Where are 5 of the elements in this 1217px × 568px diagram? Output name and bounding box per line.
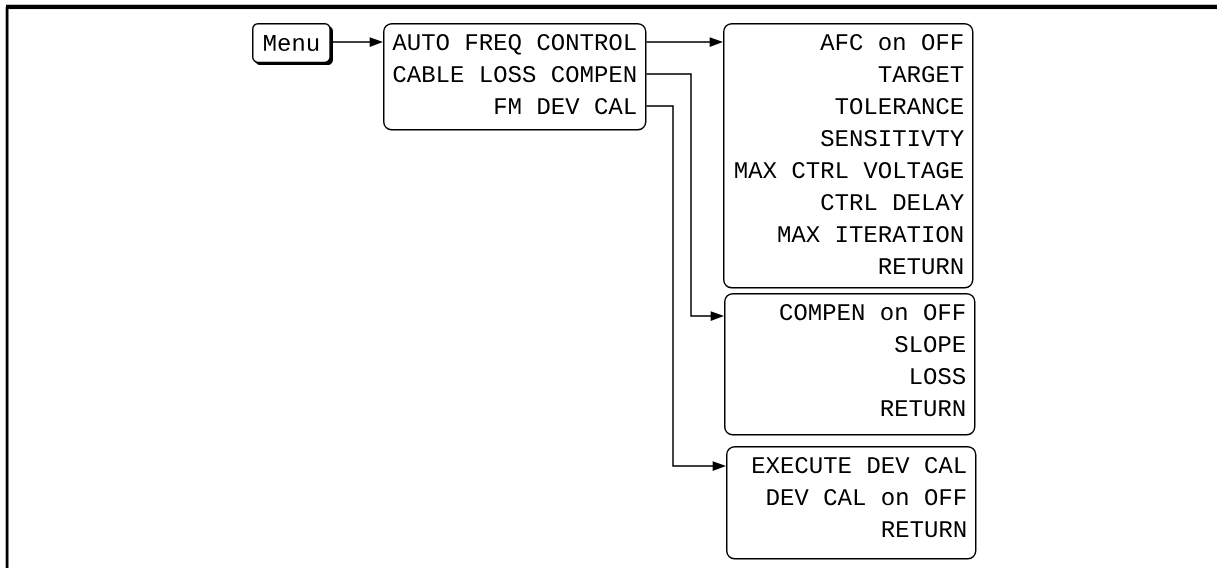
menu-box: AUTO FREQ CONTROL CABLE LOSS COMPEN FM DEV CAL <box>383 23 647 131</box>
menu-button: Menu <box>252 23 333 65</box>
menu-box: EXECUTE DEV CAL DEV CAL on OFF RETURN <box>726 446 977 560</box>
menu-box: AFC on OFF TARGET TOLERANCE SENSITIVTY MAX CTRL VOLTAGE CTRL DELAY MAX ITERATION RETURN <box>723 23 974 289</box>
menu-box: COMPEN on OFF SLOPE LOSS RETURN <box>724 293 976 436</box>
